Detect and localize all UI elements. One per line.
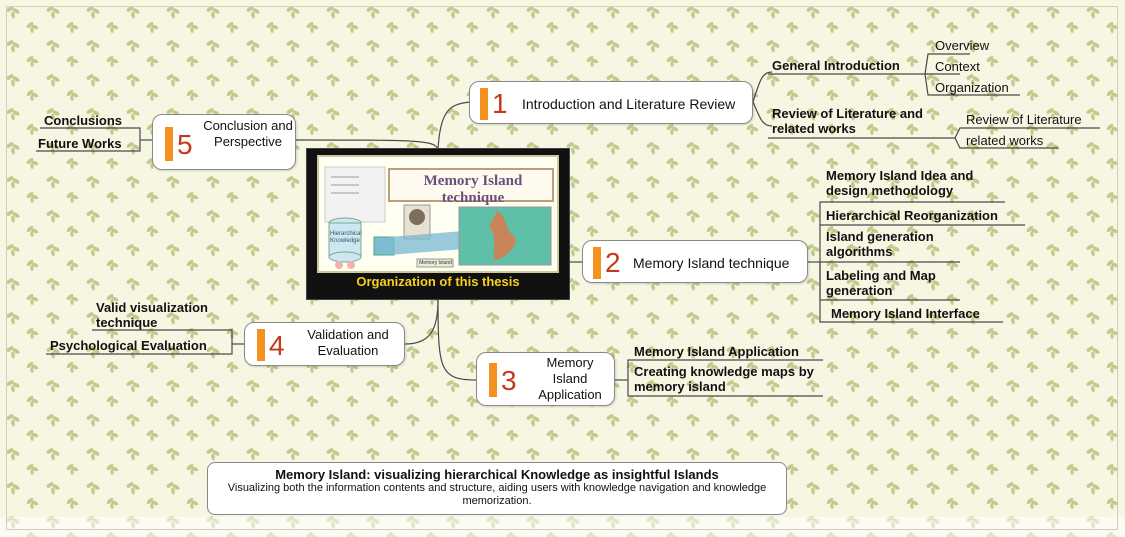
topic-1-group-2-item-2[interactable]: related works [966, 133, 1044, 148]
central-topic-image: Memory Island technique Hierarchical Kno… [317, 155, 559, 273]
topic-number: 3 [501, 365, 517, 396]
topic-1-group-1-item-1[interactable]: Overview [935, 38, 990, 53]
topic-3-item-2[interactable]: Creating knowledge maps by memory island [634, 364, 814, 394]
topic-label: Memory Island Application [538, 355, 602, 402]
summary-box[interactable]: Memory Island: visualizing hierarchical … [207, 462, 787, 515]
topic-1-node[interactable]: 1 Introduction and Literature Review [469, 81, 753, 124]
topic-4-item-1[interactable]: Valid visualization technique [96, 300, 208, 330]
topic-2-node[interactable]: 2 Memory Island technique [582, 240, 808, 283]
branch-connectors [36, 53, 1100, 397]
accent-bar [489, 363, 497, 397]
topic-number: 2 [605, 247, 621, 278]
topic-4-node[interactable]: 4 Validation and Evaluation [244, 322, 405, 366]
topic-label: Validation and Evaluation [307, 327, 389, 358]
topic-4-item-2[interactable]: Psychological Evaluation [50, 338, 207, 353]
topic-3-item-1[interactable]: Memory Island Application [634, 344, 799, 359]
central-topic-title: Organization of this thesis [356, 274, 520, 289]
memory-island-illustration [324, 166, 554, 269]
summary-title: Memory Island: visualizing hierarchical … [275, 467, 719, 482]
topic-label: Conclusion and Perspective [203, 118, 293, 149]
central-image-label-knowledge: Hierarchical Knowledge [330, 231, 362, 244]
topic-2-item-5[interactable]: Memory Island Interface [831, 306, 980, 321]
topic-2-item-3[interactable]: Island generation algorithms [826, 229, 934, 259]
topic-1-group-1-item-3[interactable]: Organization [935, 80, 1009, 95]
accent-bar [165, 127, 173, 161]
topic-5-item-1[interactable]: Conclusions [44, 113, 123, 128]
central-image-heading: Memory Island technique [423, 173, 523, 206]
accent-bar [480, 88, 488, 120]
topic-2-item-2[interactable]: Hierarchical Reorganization [826, 208, 998, 223]
central-topic[interactable]: Memory Island technique Hierarchical Kno… [306, 148, 570, 300]
summary-text: Visualizing both the information content… [227, 482, 767, 507]
topic-5-node[interactable]: 5 Conclusion and Perspective [152, 114, 296, 170]
topic-1-group-2[interactable]: Review of Literature and related works [772, 106, 923, 136]
topic-label: Introduction and Literature Review [522, 96, 736, 112]
accent-bar [593, 247, 601, 279]
topic-1-group-1[interactable]: General Introduction [772, 58, 900, 73]
topic-number: 1 [492, 88, 508, 119]
topic-number: 4 [269, 330, 285, 361]
topic-label: Memory Island technique [633, 255, 790, 271]
topic-3-node[interactable]: 3 Memory Island Application [476, 352, 615, 406]
topic-2-item-4[interactable]: Labeling and Map generation [826, 268, 936, 298]
accent-bar [257, 329, 265, 361]
topic-5-item-2[interactable]: Future Works [38, 136, 122, 151]
topic-number: 5 [177, 129, 193, 160]
topic-1-group-1-item-2[interactable]: Context [935, 59, 980, 74]
central-image-label-island: Memory Island [419, 260, 452, 266]
topic-1-group-2-item-1[interactable]: Review of Literature [966, 112, 1082, 127]
topic-2-item-1[interactable]: Memory Island Idea and design methodolog… [826, 168, 974, 198]
